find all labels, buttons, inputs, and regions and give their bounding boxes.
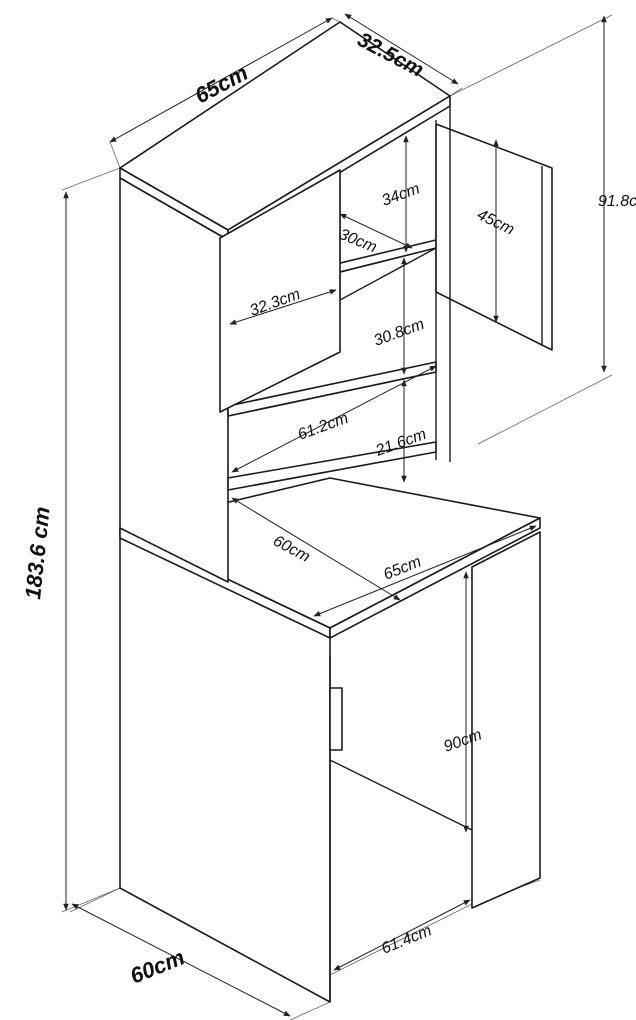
label-cabinet-height: 91.8cm xyxy=(598,193,636,210)
label-middle-compartment: 30.8cm xyxy=(372,316,427,350)
dimension-lines xyxy=(63,13,607,1017)
hutch-left-side-board xyxy=(119,177,229,583)
hutch-right-door xyxy=(435,123,553,351)
label-base-depth: 60cm xyxy=(127,944,189,988)
desk-right-side-panel xyxy=(471,531,541,909)
dim-base-depth xyxy=(71,903,291,1017)
dim-desk-width xyxy=(313,525,537,617)
drawer-handle xyxy=(329,687,343,751)
dim-top-width xyxy=(109,17,333,143)
label-upper-compartment: 34cm xyxy=(380,180,423,209)
dim-shelf-depth xyxy=(339,213,413,249)
dim-base-inner-width xyxy=(333,899,471,971)
dim-door-width xyxy=(229,289,337,325)
label-shelf-depth: 30cm xyxy=(337,226,380,256)
label-total-height: 183.6 cm xyxy=(20,505,55,600)
dim-top-depth xyxy=(344,13,459,85)
label-base-inner-width: 61.4cm xyxy=(379,922,434,957)
label-inner-width: 61.2cm xyxy=(296,410,351,444)
